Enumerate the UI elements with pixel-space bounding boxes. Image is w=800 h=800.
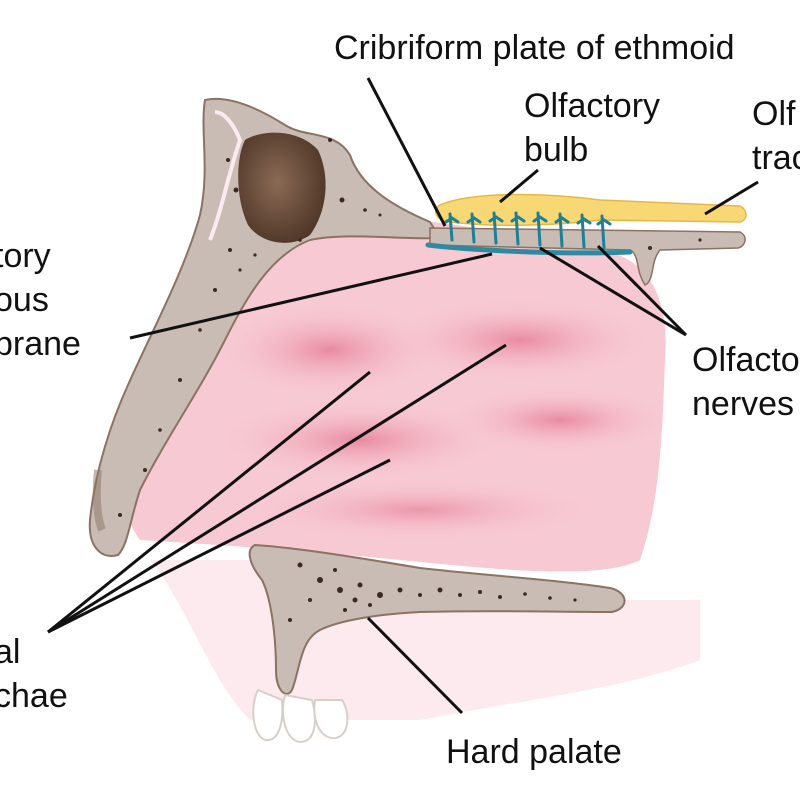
leader-cribriform (366, 77, 447, 227)
label-cribriform-plate: Cribriform plate of ethmoid (334, 29, 735, 67)
label-mucous-line3: brane (0, 325, 81, 363)
label-olfactory-tract-line1: Olf (752, 95, 796, 133)
cribriform-plate (429, 227, 746, 286)
label-hard-palate: Hard palate (446, 733, 622, 771)
frontal-nasal-bone (88, 98, 442, 557)
label-olfactory-bulb-line2: bulb (524, 131, 589, 169)
label-olfactory-tract-line2: trac (752, 139, 800, 177)
label-olfactory-bulb-line1: Olfactory (524, 87, 661, 125)
leader-nerves-1 (539, 246, 687, 337)
leader-tract (704, 180, 759, 216)
label-olfactory-mucous-membrane: tory ous brane (0, 234, 81, 366)
label-olfactory-nerves: Olfacto nerves (692, 338, 800, 426)
nasal-conchae (220, 300, 670, 540)
teeth (252, 688, 349, 744)
label-mucous-line2: ous (0, 281, 49, 319)
label-mucous-line1: tory (0, 237, 51, 275)
label-nerves-line2: nerves (692, 385, 795, 423)
frontal-sinus (238, 132, 326, 243)
leader-lines (47, 77, 759, 715)
leader-conchae-3 (47, 458, 391, 634)
label-olfactory-bulb: Olfactory bulb (524, 84, 660, 172)
label-olfactory-tract: Olf trac (752, 92, 800, 180)
label-conchae-line2: chae (0, 677, 68, 715)
leader-mucous (129, 252, 493, 340)
olfactory-bulb (434, 193, 747, 227)
leader-conchae-1 (47, 370, 371, 634)
label-nerves-line1: Olfacto (692, 341, 800, 379)
leader-bulb (499, 168, 539, 204)
leader-conchae-2 (47, 343, 507, 634)
label-nasal-conchae: al chae (0, 630, 68, 718)
leader-nerves-2 (596, 244, 688, 337)
leader-palate (366, 616, 464, 715)
label-conchae-line1: al (0, 633, 21, 671)
hard-palate (248, 543, 626, 695)
